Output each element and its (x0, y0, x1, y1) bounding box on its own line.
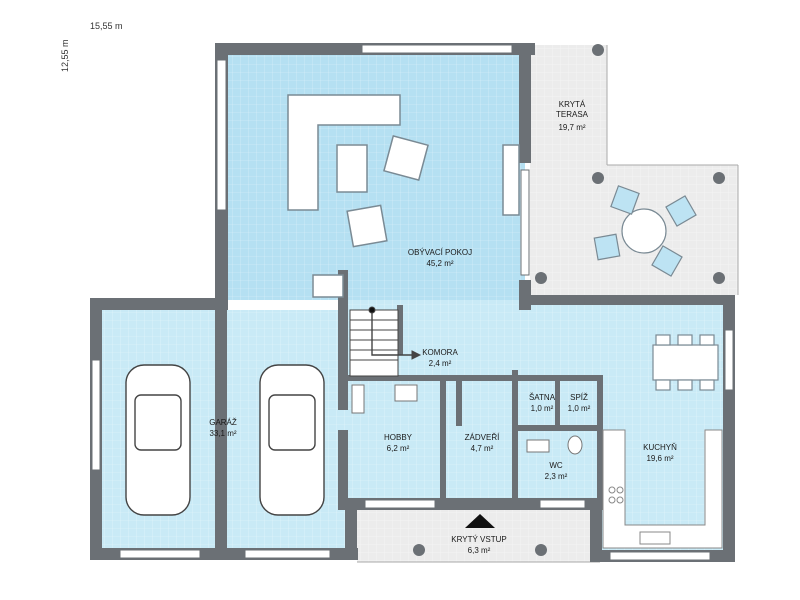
windows (91, 44, 734, 561)
room-area: 19,6 m² (646, 454, 673, 463)
terrace-columns (413, 44, 725, 556)
room-area: 6,3 m² (468, 546, 491, 555)
room-label: KOMORA (422, 348, 458, 357)
room-area: 1,0 m² (568, 404, 591, 413)
room-label: ZÁDVEŘÍ (465, 433, 500, 442)
terrace-table (593, 185, 697, 277)
room-label: SPÍŽ (570, 393, 588, 402)
room-area: 2,3 m² (545, 472, 568, 481)
room-area: 4,7 m² (471, 444, 494, 453)
width-dimension: 15,55 m (90, 21, 123, 31)
dining-table (652, 334, 719, 391)
covered-terrace-area (530, 45, 739, 295)
entrance-arrow (465, 514, 495, 528)
room-area: 19,7 m² (558, 123, 585, 132)
room-label: ŠATNA (529, 393, 556, 402)
room-area: 1,0 m² (531, 404, 554, 413)
room-area: 2,4 m² (429, 359, 452, 368)
room-area: 33,1 m² (209, 429, 236, 438)
staircase (349, 306, 422, 377)
room-label: GARÁŽ (209, 418, 237, 427)
room-area: 6,2 m² (387, 444, 410, 453)
bathroom-fixtures (351, 384, 583, 455)
room-label: KRYTÝ VSTUP (451, 535, 506, 544)
room-label: OBÝVACÍ POKOJ (408, 248, 472, 257)
room-label: HOBBY (384, 433, 413, 442)
room-label: KUCHYŇ (643, 443, 677, 452)
room-area: 45,2 m² (426, 259, 453, 268)
garage-cars (125, 364, 325, 516)
kitchen-counter (602, 429, 723, 549)
living-furniture (287, 94, 520, 298)
room-label: WC (549, 461, 563, 470)
